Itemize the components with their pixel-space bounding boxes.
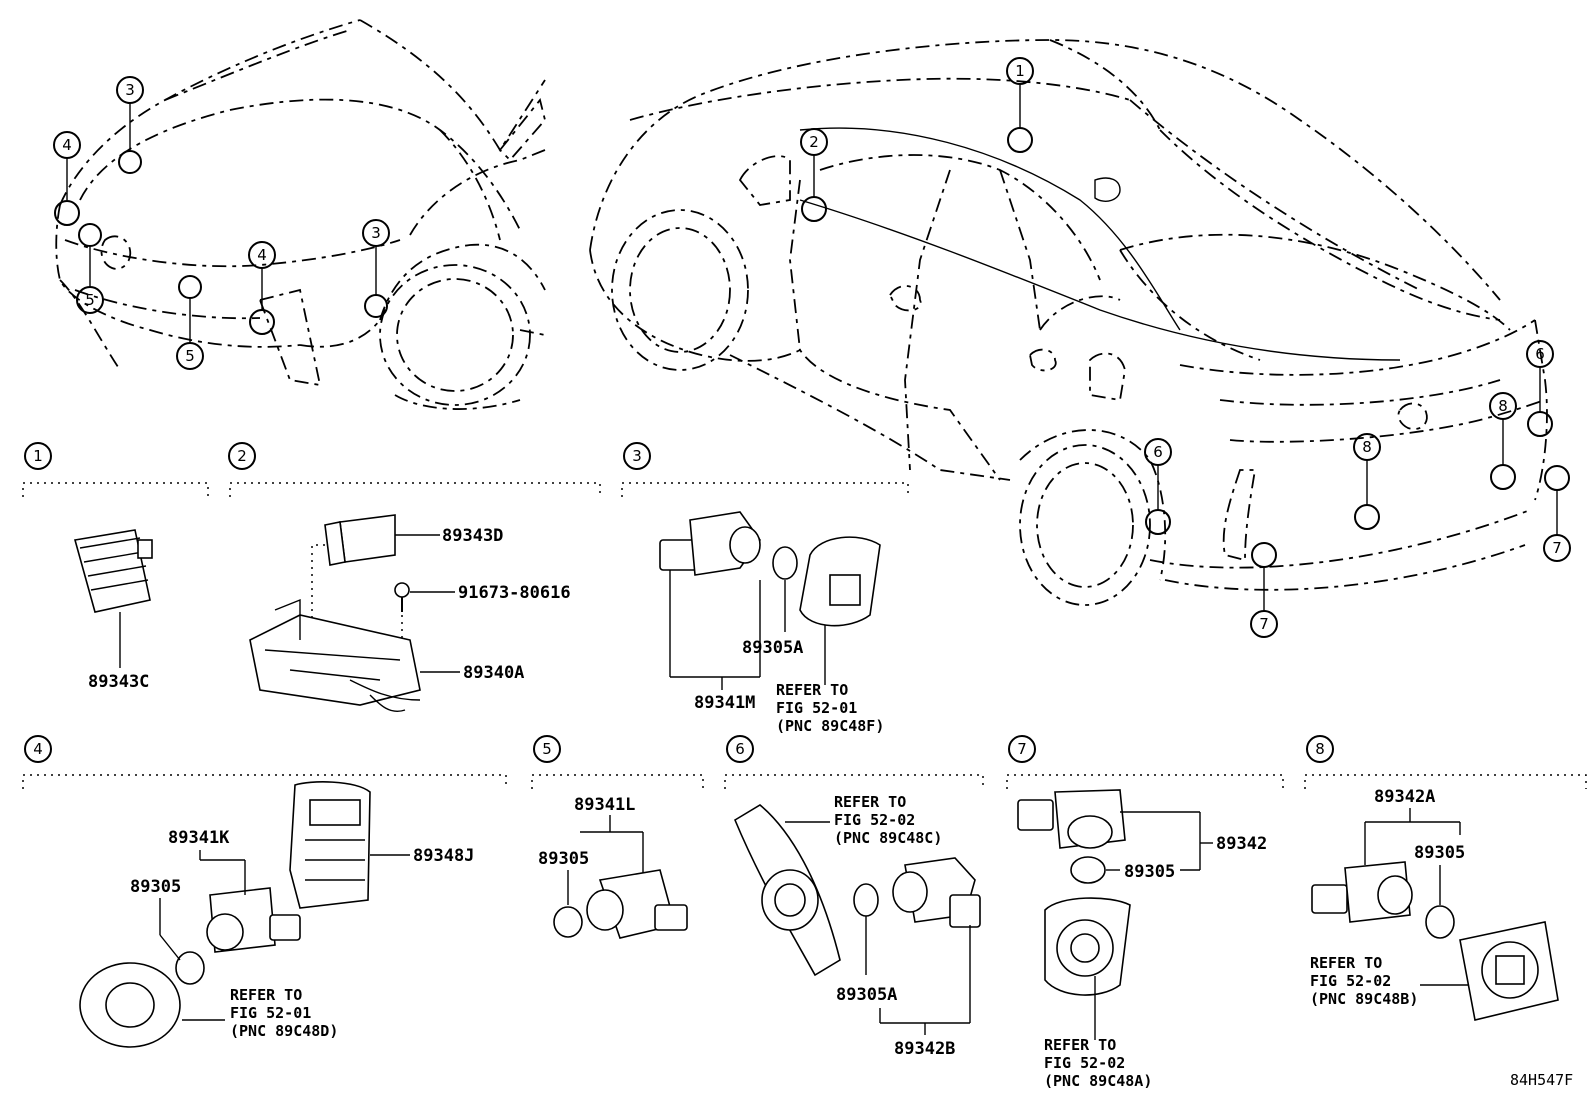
rear-callouts: 1 2 6 7 8 8 6 7 [800,57,1571,638]
section-7: 7 89342 89305 REFER TO FIG 52-02 (PNC 89… [1006,735,1284,1090]
front-callouts: 3 4 5 5 4 3 [53,76,390,370]
svg-text:FIG 52-01: FIG 52-01 [230,1004,311,1022]
part-89342: 89342 [1216,834,1267,854]
part-89305-s5: 89305 [538,849,589,869]
part-89341K: 89341K [168,828,230,848]
section-5: 5 89341L 89305 [531,735,704,939]
svg-text:6: 6 [1535,345,1545,363]
svg-text:REFER TO: REFER TO [1044,1036,1116,1054]
bolt-icon [394,582,410,612]
svg-text:5: 5 [185,347,195,365]
svg-text:REFER TO: REFER TO [230,986,302,1004]
part-89341M: 89341M [694,693,755,713]
svg-text:FIG 52-01: FIG 52-01 [776,699,857,717]
parking-sensor-icon [892,857,981,928]
diagram-code: 84H547F [1510,1071,1573,1089]
svg-text:FIG 52-02: FIG 52-02 [1310,972,1391,990]
svg-text:REFER TO: REFER TO [776,681,848,699]
part-89348J: 89348J [413,846,474,866]
retainer-icon [799,536,881,627]
grommet-icon [553,906,583,938]
svg-text:7: 7 [1552,539,1562,557]
parking-sensor-icon [1017,789,1126,849]
part-89342B: 89342B [894,1039,955,1059]
section-8: 8 89342A 89305 REFER TO FIG 52-02 (PNC 8… [1304,735,1587,1021]
ecu-module-icon [73,529,153,613]
part-89341L: 89341L [574,795,635,815]
retainer-icon [733,804,841,977]
svg-text:3: 3 [632,447,642,465]
part-89305-s4: 89305 [130,877,181,897]
svg-text:8: 8 [1498,397,1508,415]
svg-text:8: 8 [1315,740,1325,758]
part-89305A-s6: 89305A [836,985,897,1005]
sensor-holder-icon [289,781,371,909]
svg-text:5: 5 [85,291,95,309]
part-89305-s8: 89305 [1414,843,1465,863]
svg-text:(PNC 89C48B): (PNC 89C48B) [1310,990,1418,1008]
svg-text:4: 4 [62,136,72,154]
section-4: 4 89348J 89341K 89305 REFER TO FIG 52-01… [22,735,507,1048]
svg-text:2: 2 [809,133,819,151]
svg-text:(PNC 89C48A): (PNC 89C48A) [1044,1072,1152,1090]
svg-text:1: 1 [1015,62,1025,80]
part-89343D: 89343D [442,526,503,546]
sensor-marker [118,150,142,174]
svg-text:6: 6 [735,740,745,758]
part-89305-s7: 89305 [1124,862,1175,882]
part-91673-80616: 91673-80616 [458,583,571,603]
rear-car-view [589,39,1548,606]
svg-text:(PNC 89C48D): (PNC 89C48D) [230,1022,338,1040]
svg-text:4: 4 [33,740,43,758]
section-3: 3 89341M 89305A REFER TO FIG 52-01 (PNC … [621,442,909,735]
grommet-icon [772,546,798,580]
section-1: 1 89343C [22,442,209,692]
bracket-icon [249,598,421,712]
grommet-icon [853,883,879,917]
callout-3-label: 3 [125,81,135,99]
grommet-icon [1070,856,1106,884]
svg-text:7: 7 [1259,615,1269,633]
parking-sensor-icon [659,511,761,576]
retainer-icon [1044,897,1131,996]
parking-sensor-icon [206,887,301,953]
grommet-icon [1425,905,1455,939]
svg-text:6: 6 [1153,443,1163,461]
section-2: 2 89343D 91673-80616 89340A [228,442,601,712]
svg-text:3: 3 [371,224,381,242]
retainer-icon [79,962,181,1048]
svg-text:2: 2 [237,447,247,465]
svg-text:REFER TO: REFER TO [1310,954,1382,972]
svg-text:7: 7 [1017,740,1027,758]
svg-text:4: 4 [257,246,267,264]
retainer-icon [1459,921,1559,1021]
section-6: 6 REFER TO FIG 52-02 (PNC 89C48C) 89305A… [724,735,984,1059]
svg-text:FIG 52-02: FIG 52-02 [1044,1054,1125,1072]
svg-text:5: 5 [542,740,552,758]
parking-sensor-icon [1311,861,1413,923]
svg-text:1: 1 [33,447,43,465]
part-89343C: 89343C [88,672,149,692]
svg-text:REFER TO: REFER TO [834,793,906,811]
svg-text:(PNC 89C48C): (PNC 89C48C) [834,829,942,847]
part-89305A-s3: 89305A [742,638,803,658]
svg-text:FIG 52-02: FIG 52-02 [834,811,915,829]
svg-text:(PNC 89C48F): (PNC 89C48F) [776,717,884,735]
svg-text:8: 8 [1362,438,1372,456]
relay-icon [324,514,396,566]
part-89340A: 89340A [463,663,524,683]
parking-sensor-icon [586,869,688,939]
grommet-icon [175,951,205,985]
part-89342A: 89342A [1374,787,1435,807]
front-car-view [55,19,546,410]
